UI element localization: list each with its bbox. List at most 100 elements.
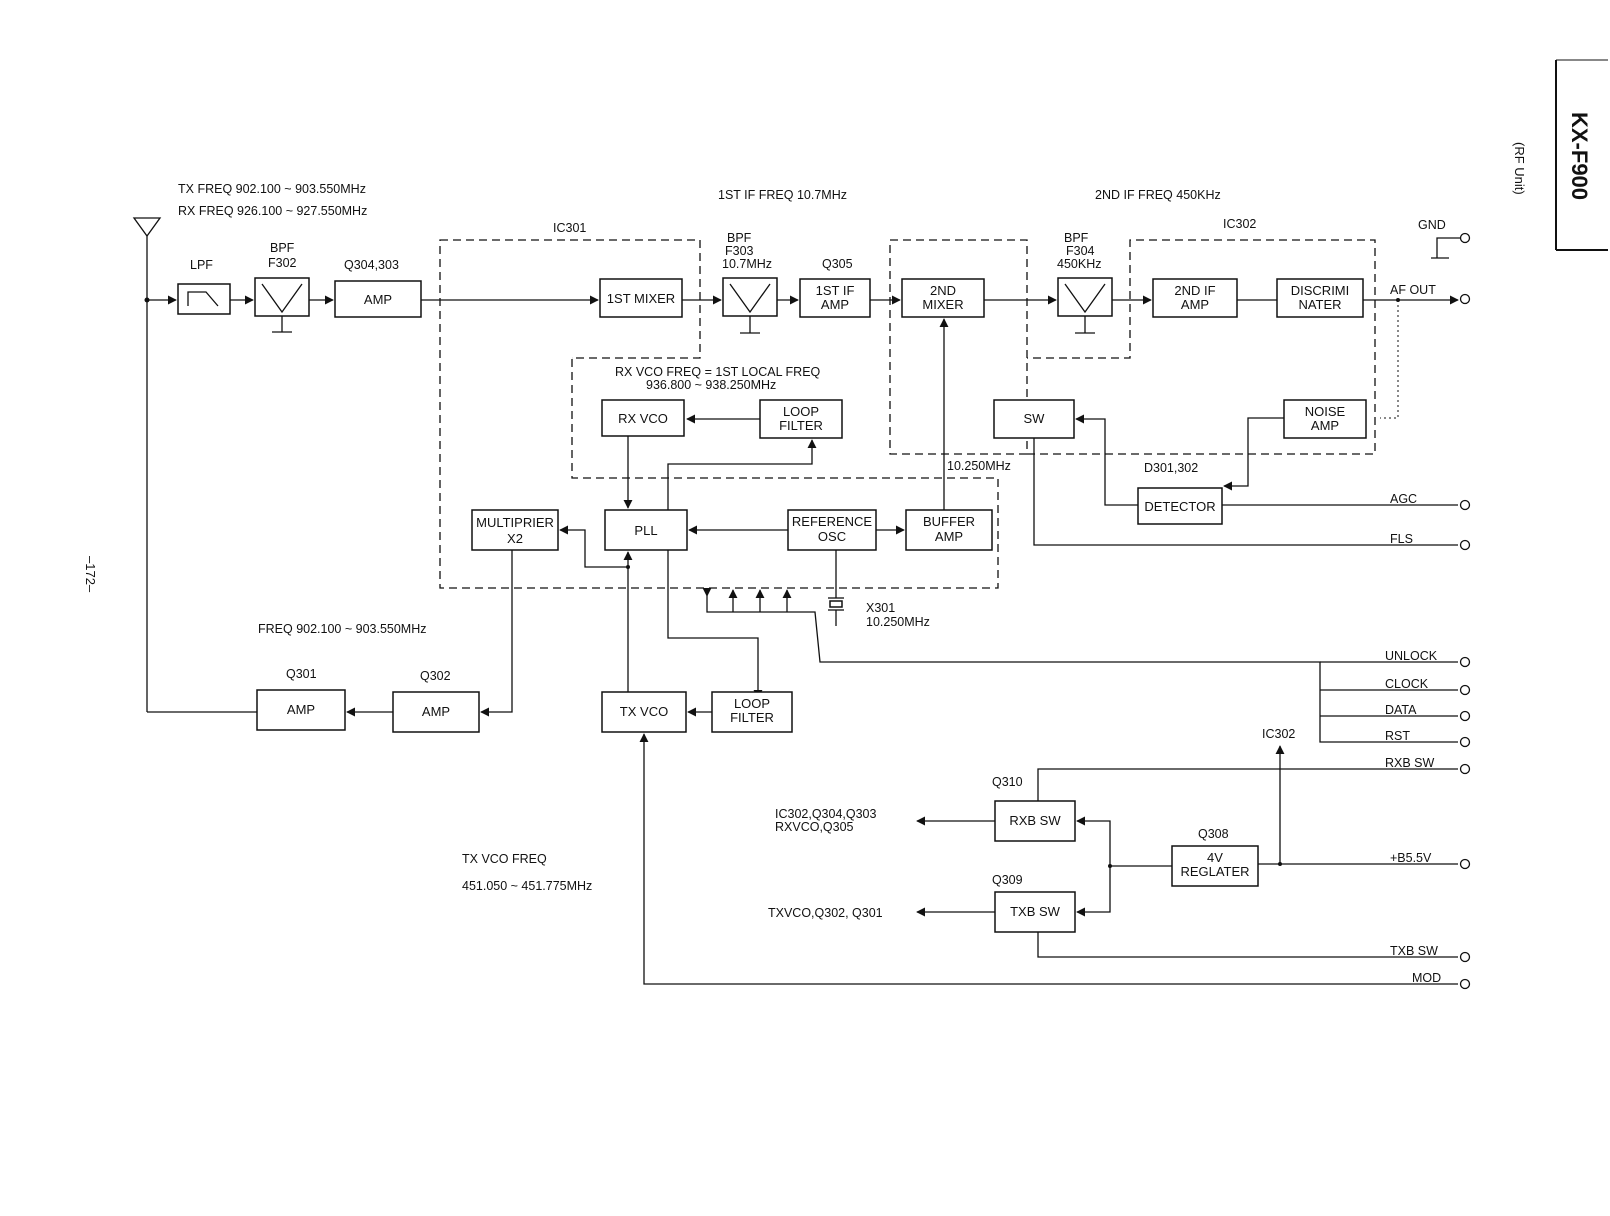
if1-amp-block <box>799 278 871 318</box>
ground-icon <box>1431 237 1461 259</box>
amp-q302-label: AMP <box>422 704 450 719</box>
detector-label: DETECTOR <box>1144 499 1215 514</box>
af-to-noise-wire <box>1380 300 1399 419</box>
noise-amp-block <box>1283 399 1367 439</box>
noise-amp-label-2: AMP <box>1311 418 1339 433</box>
data-label: DATA <box>1385 703 1417 717</box>
discriminator-label-2: NATER <box>1298 297 1341 312</box>
gnd-label: GND <box>1418 218 1446 232</box>
multiplier-label-2: X2 <box>507 531 523 546</box>
if1-freq-note: 1ST IF FREQ 10.7MHz <box>718 188 847 202</box>
if1-amp-label-1: 1ST IF <box>816 283 855 298</box>
af-out-terminal <box>1459 293 1471 305</box>
discriminator-label-1: DISCRIMI <box>1291 283 1350 298</box>
bpf-f302-block <box>254 277 310 333</box>
fls-label: FLS <box>1390 532 1413 546</box>
txb-sw-label: TXB SW <box>1010 904 1061 919</box>
if2-amp-block <box>1152 278 1238 318</box>
gnd-terminal <box>1459 232 1471 244</box>
fls-terminal <box>1459 539 1471 551</box>
q310-ref: Q310 <box>992 775 1023 789</box>
amp-q304-label: AMP <box>364 292 392 307</box>
rxb-targets-2: RXVCO,Q305 <box>775 820 854 834</box>
amp-q301-label: AMP <box>287 702 315 717</box>
b55v-label: +B5.5V <box>1390 851 1432 865</box>
tx-chain-wires <box>147 550 1458 985</box>
noise-amp-label-1: NOISE <box>1305 404 1346 419</box>
data-terminal <box>1459 710 1471 722</box>
regulator-label-1: 4V <box>1207 850 1223 865</box>
mixer1-block <box>599 278 683 318</box>
rst-terminal <box>1459 736 1471 748</box>
ic301-outline <box>439 239 999 589</box>
regulator-label-2: REGLATER <box>1180 864 1249 879</box>
buffer-amp-label-1: BUFFER <box>923 514 975 529</box>
if2-freq-note: 2ND IF FREQ 450KHz <box>1095 188 1221 202</box>
if2-amp-label-1: 2ND IF <box>1174 283 1215 298</box>
loop-filter-tx-label-1: LOOP <box>734 696 770 711</box>
rxb-sw-block <box>994 800 1076 842</box>
squelch-wires <box>1033 414 1458 546</box>
antenna-icon <box>132 217 162 712</box>
rxb-targets-1: IC302,Q304,Q303 <box>775 807 877 821</box>
rst-label: RST <box>1385 729 1410 743</box>
mod-terminal <box>1459 978 1471 990</box>
txb-sw-block <box>994 891 1076 933</box>
loop-filter-rx-label-2: FILTER <box>779 418 823 433</box>
rxb-sw-label: RXB SW <box>1009 813 1061 828</box>
tx-vco-freq-note-2: 451.050 ~ 451.775MHz <box>462 879 592 893</box>
rxb-sw-terminal <box>1459 763 1471 775</box>
tx-freq-note: TX FREQ 902.100 ~ 903.550MHz <box>178 182 366 196</box>
unit-subtitle: (RF Unit) <box>1512 142 1527 195</box>
control-bus-wires <box>702 587 1458 743</box>
q305-ref: Q305 <box>822 257 853 271</box>
unlock-label: UNLOCK <box>1385 649 1438 663</box>
detector-block <box>1137 487 1223 525</box>
txb-targets: TXVCO,Q302, Q301 <box>768 906 883 920</box>
bpf-f303-block <box>722 277 778 334</box>
tx-vco-label: TX VCO <box>620 704 668 719</box>
buffer-amp-block <box>905 509 993 551</box>
b55v-terminal <box>1459 858 1471 870</box>
bpf-f303-ref: F303 <box>725 244 754 258</box>
pll-block <box>604 509 688 551</box>
bpf-f302-ref: F302 <box>268 256 297 270</box>
crystal-icon <box>828 550 844 626</box>
reference-osc-label-2: OSC <box>818 529 846 544</box>
bpf-f302-label: BPF <box>270 241 295 255</box>
bpf-f304-label: BPF <box>1064 231 1089 245</box>
agc-terminal <box>1459 499 1471 511</box>
q301-ref: Q301 <box>286 667 317 681</box>
amp-q304-ref: Q304,303 <box>344 258 399 272</box>
rx-vco-block <box>601 399 685 437</box>
clock-label: CLOCK <box>1385 677 1429 691</box>
sw-block <box>993 399 1075 439</box>
ref-freq-note: 10.250MHz <box>947 459 1011 473</box>
multiplier-block <box>471 509 559 551</box>
title-block: KX-F900 (RF Unit) <box>1512 59 1608 251</box>
mixer1-label: 1ST MIXER <box>607 291 675 306</box>
lpf-block <box>177 283 231 315</box>
txb-sw-terminal-label: TXB SW <box>1390 944 1438 958</box>
bpf-f303-freq: 10.7MHz <box>722 257 772 271</box>
rx-vco-freq-note-2: 936.800 ~ 938.250MHz <box>646 378 776 392</box>
amp-q301-block <box>256 689 346 731</box>
rx-freq-note: RX FREQ 926.100 ~ 927.550MHz <box>178 204 367 218</box>
model-title: KX-F900 <box>1567 112 1592 200</box>
ic302-label: IC302 <box>1223 217 1256 231</box>
detector-ref: D301,302 <box>1144 461 1198 475</box>
af-out-label: AF OUT <box>1390 283 1436 297</box>
ic301-label: IC301 <box>553 221 586 235</box>
rx-vco-freq-note-1: RX VCO FREQ = 1ST LOCAL FREQ <box>615 365 821 379</box>
ic302-outline <box>889 239 1376 455</box>
agc-label: AGC <box>1390 492 1417 506</box>
mixer2-label-1: 2ND <box>930 283 956 298</box>
mixer2-block <box>901 278 985 318</box>
crystal-freq: 10.250MHz <box>866 615 930 629</box>
if1-amp-label-2: AMP <box>821 297 849 312</box>
regulator-block <box>1171 845 1259 887</box>
pll-wires <box>559 318 949 700</box>
crystal-name: X301 <box>866 601 895 615</box>
reference-osc-block <box>787 509 877 551</box>
